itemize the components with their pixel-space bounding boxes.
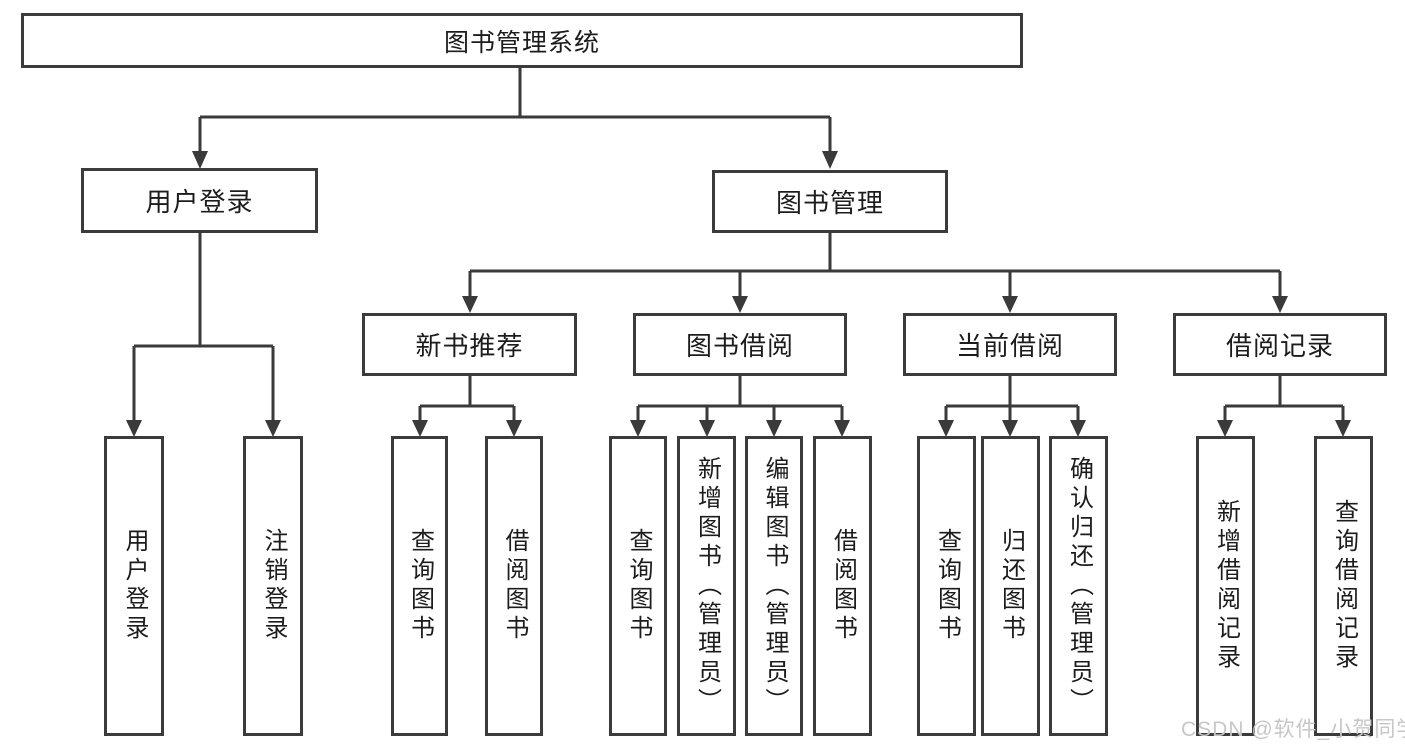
node-label: 当前借阅	[955, 331, 1064, 361]
leaf-label: 编辑图书（管理员）	[761, 455, 788, 717]
leaf-label: 用户登录	[121, 528, 148, 644]
leaf-add-borrow-record: 新增借阅记录	[1196, 436, 1255, 736]
leaf-add-book-admin: 新增图书（管理员）	[677, 436, 736, 736]
leaf-label: 归还图书	[997, 528, 1025, 644]
node-label: 新书推荐	[415, 331, 524, 361]
leaf-label: 借阅图书	[501, 528, 528, 644]
leaf-label: 查询图书	[406, 528, 434, 644]
leaf-query-book-1: 查询图书	[391, 436, 448, 736]
leaf-label: 查询图书	[625, 528, 652, 644]
leaf-query-book-2: 查询图书	[609, 436, 667, 736]
node-current-borrow: 当前借阅	[903, 313, 1117, 376]
leaf-label: 确认归还（管理员）	[1065, 455, 1093, 717]
node-label: 图书管理	[775, 188, 884, 218]
node-label: 借阅记录	[1225, 331, 1334, 361]
node-book-borrow: 图书借阅	[633, 313, 847, 376]
node-book-management: 图书管理	[712, 170, 948, 233]
leaf-return-book: 归还图书	[981, 436, 1040, 736]
leaf-borrow-book-1: 借阅图书	[485, 436, 543, 736]
node-new-book-recommend: 新书推荐	[362, 313, 577, 376]
leaf-confirm-return-admin: 确认归还（管理员）	[1049, 436, 1108, 736]
leaf-label: 新增图书（管理员）	[693, 455, 721, 717]
arrowhead-icons	[126, 151, 1351, 437]
node-label: 图书管理系统	[443, 28, 600, 57]
leaf-label: 注销登录	[260, 528, 287, 644]
leaf-query-book-3: 查询图书	[917, 436, 976, 736]
node-label: 图书借阅	[685, 331, 794, 361]
leaf-label: 查询借阅记录	[1330, 499, 1358, 673]
node-borrow-record: 借阅记录	[1173, 313, 1387, 376]
node-label: 用户登录	[145, 187, 254, 217]
node-user-login: 用户登录	[81, 168, 318, 233]
leaf-label: 借阅图书	[829, 528, 857, 644]
leaf-label: 新增借阅记录	[1212, 499, 1240, 673]
leaf-query-borrow-record: 查询借阅记录	[1314, 436, 1373, 736]
leaf-user-login: 用户登录	[104, 436, 164, 736]
leaf-borrow-book-2: 借阅图书	[813, 436, 872, 736]
leaf-logout: 注销登录	[243, 436, 303, 736]
leaf-label: 查询图书	[933, 528, 961, 644]
csdn-watermark: CSDN @软件_小贺同学	[1181, 718, 1405, 741]
node-library-management-system: 图书管理系统	[21, 13, 1023, 68]
leaf-edit-book-admin: 编辑图书（管理员）	[745, 436, 803, 736]
